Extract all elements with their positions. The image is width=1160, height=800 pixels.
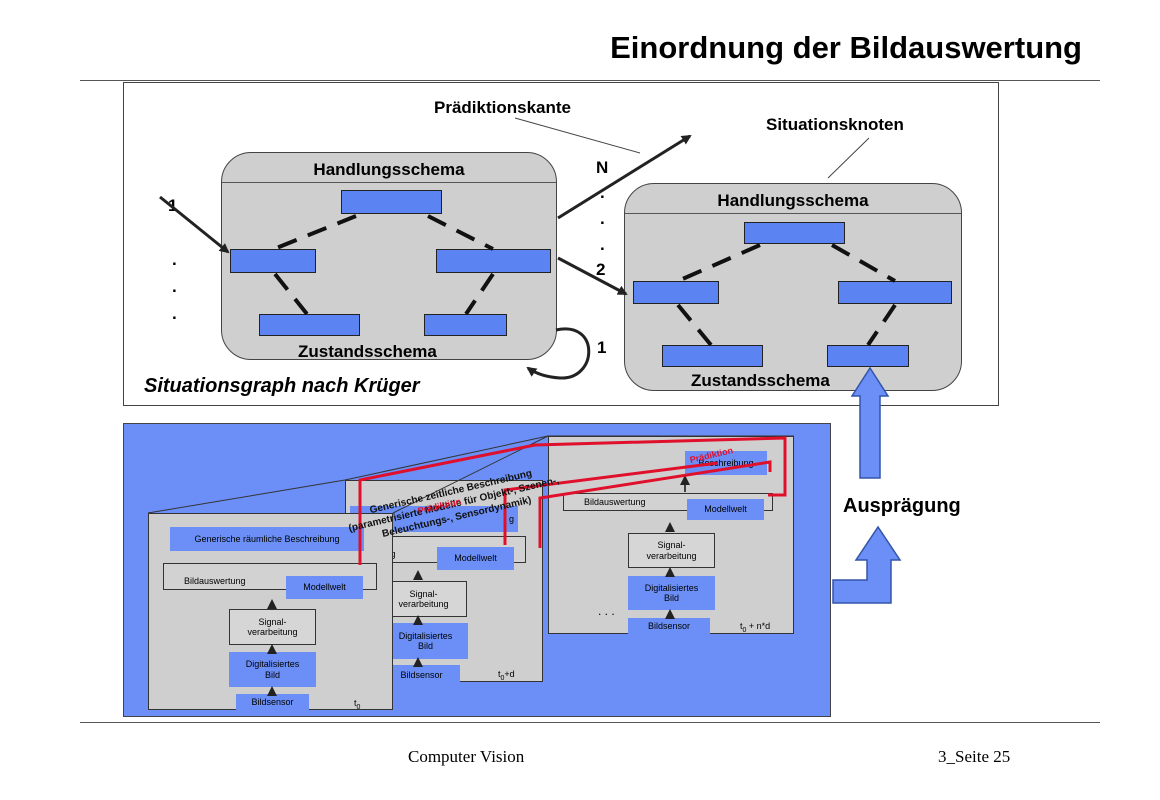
panel1-bildauswertung-label: Bildauswertung <box>184 576 246 586</box>
incoming-edge-dots: . . . <box>172 250 177 323</box>
panel2-modellwelt: Modellwelt <box>437 547 514 570</box>
situation-node-leader <box>827 137 870 179</box>
panel2-fragment: g <box>508 513 514 524</box>
panel3-digitalisiertes-bild: Digitalisiertes Bild <box>628 576 715 610</box>
left-node-bottom-right <box>424 314 507 336</box>
panel3-bildsensor: Bildsensor <box>628 618 710 635</box>
prediction-edge-leader <box>514 117 641 154</box>
outgoing-edge-arrow-n <box>557 134 692 220</box>
label-prediction-edge: Prädiktionskante <box>434 98 571 117</box>
panel3-beschreibung: Beschreibung <box>685 451 767 475</box>
left-schema-header: Handlungsschema <box>222 153 556 183</box>
left-schema-edges <box>273 214 495 316</box>
panel1-modellwelt: Modellwelt <box>286 576 363 599</box>
right-schema-edges <box>676 243 897 347</box>
panel1-digitalisiertes-bild: Digitalisiertes Bild <box>229 652 316 687</box>
bottom-rule <box>80 722 1100 723</box>
right-node-bottom-right <box>827 345 909 367</box>
auspraegung-label: Ausprägung <box>843 495 961 517</box>
top-rule <box>80 80 1100 81</box>
outgoing-edge-dots: . . . <box>600 183 605 254</box>
auspraegung-bend-arrow <box>832 525 902 604</box>
footer-page: 3_Seite 25 <box>938 747 1011 766</box>
right-schema-footer: Zustandsschema <box>691 371 830 390</box>
footer-course: Computer Vision <box>408 747 525 766</box>
panel3-modellwelt: Modellwelt <box>687 499 764 520</box>
situation-graph-caption: Situationsgraph nach Krüger <box>144 375 420 397</box>
left-schema-footer: Zustandsschema <box>298 342 437 361</box>
right-node-top <box>744 222 845 244</box>
panel-flow-arrows <box>267 475 690 696</box>
praediktion-label-2: Prädiktion <box>689 445 734 465</box>
panel3-bildauswertung-label: Bildauswertung <box>584 497 646 507</box>
label-situation-node: Situationsknoten <box>766 115 904 134</box>
incoming-edge-arrow <box>159 195 230 254</box>
left-node-top <box>341 190 442 214</box>
right-node-bottom-left <box>662 345 763 367</box>
panel2-bildsensor: Bildsensor <box>383 665 460 685</box>
loop-edge-label: 1 <box>597 338 607 357</box>
outgoing-edge-arrow-2 <box>557 256 628 296</box>
panel2-time: t0+d <box>498 669 515 682</box>
right-schema-header: Handlungsschema <box>625 184 961 214</box>
panel-perspective-edge-3 <box>344 435 549 481</box>
right-node-mid-right <box>838 281 952 304</box>
left-node-mid-left <box>230 249 316 273</box>
panel1-generic-spatial: Generische räumliche Beschreibung <box>170 527 364 551</box>
panel2-digitalisiertes-bild: Digitalisiertes Bild <box>383 623 468 659</box>
outgoing-edge-label-n: N <box>596 158 609 177</box>
panel3-time: t0 + n*d <box>740 621 771 634</box>
auspraegung-up-arrow <box>850 366 890 479</box>
slide-title: Einordnung der Bildauswertung <box>610 30 1082 65</box>
panel-perspective-edge-1 <box>147 479 346 514</box>
panel1-time: t0 <box>354 698 361 711</box>
prediction-lines <box>358 436 787 565</box>
panel3-signalverarbeitung: Signal- verarbeitung <box>628 533 715 568</box>
left-node-mid-right <box>436 249 551 273</box>
outgoing-edge-label-2: 2 <box>596 260 606 279</box>
panel2-signalverarbeitung: Signal- verarbeitung <box>380 581 467 617</box>
left-node-bottom-left <box>259 314 360 336</box>
self-loop-arrow <box>526 327 591 380</box>
panel1-bildsensor: Bildsensor <box>236 694 309 711</box>
right-node-mid-left <box>633 281 719 304</box>
panel3-continuation-dots: . . . <box>598 604 615 618</box>
